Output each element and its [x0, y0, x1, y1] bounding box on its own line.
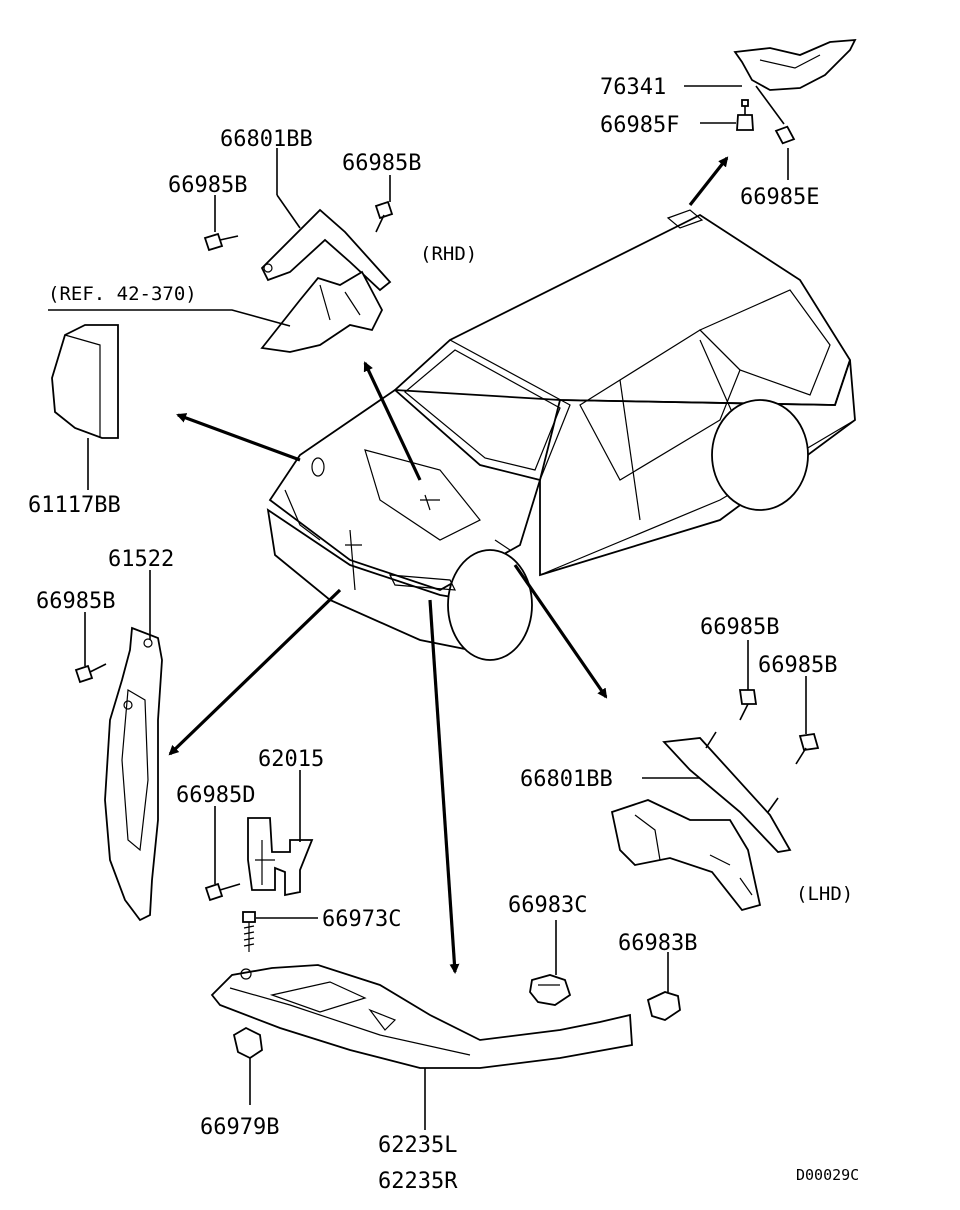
clip-icon — [529, 974, 572, 1006]
part-rhd-lower-bracket — [260, 270, 384, 353]
label-66985B-lhd-2: 66985B — [758, 653, 837, 678]
bolt-icon — [774, 125, 796, 145]
pointer-arrows — [168, 156, 729, 974]
bolt-icon — [736, 99, 754, 131]
part-61522 — [104, 626, 163, 922]
part-62015 — [247, 817, 314, 897]
clip-icon — [232, 1026, 263, 1060]
bolt-icon — [738, 689, 758, 721]
part-lhd-lower-bracket — [610, 799, 762, 912]
label-66801BB-rhd: 66801BB — [220, 127, 313, 152]
label-66983B: 66983B — [618, 931, 697, 956]
label-rhd: (RHD) — [420, 243, 477, 265]
bolt-icon — [74, 663, 107, 684]
label-66985B-left: 66985B — [36, 589, 115, 614]
arrow-to-76341 — [688, 156, 729, 206]
label-ref-42-370: (REF. 42-370) — [48, 283, 197, 305]
bolt-icon — [203, 232, 239, 252]
arrow-to-62235 — [428, 599, 460, 974]
label-66985B-rhd-left: 66985B — [168, 173, 247, 198]
label-66985D: 66985D — [176, 783, 255, 808]
label-76341: 76341 — [600, 75, 666, 100]
arrow-to-61522 — [168, 588, 342, 756]
label-66985B-lhd-1: 66985B — [700, 615, 779, 640]
label-66985B-rhd-top: 66985B — [342, 151, 421, 176]
part-62235 — [210, 964, 633, 1069]
vehicle-icon — [266, 209, 856, 661]
label-61117BB: 61117BB — [28, 493, 121, 518]
arrow-to-61117BB — [176, 413, 301, 462]
diagram-code: D00029C — [796, 1166, 859, 1184]
label-62015: 62015 — [258, 747, 324, 772]
bolt-icon — [795, 732, 820, 765]
label-62235L: 62235L — [378, 1133, 457, 1158]
label-66985F: 66985F — [600, 113, 679, 138]
bolt-icon — [204, 882, 241, 902]
screw-icon — [242, 911, 256, 952]
clip-icon — [646, 991, 681, 1021]
part-66801BB-lhd — [662, 731, 792, 853]
label-62235R: 62235R — [378, 1169, 458, 1194]
part-66801BB-rhd — [260, 208, 392, 292]
part-61117BB — [51, 324, 119, 439]
part-76341 — [733, 38, 857, 91]
label-66983C: 66983C — [508, 893, 587, 918]
label-66985E: 66985E — [740, 185, 819, 210]
label-66979B: 66979B — [200, 1115, 279, 1140]
label-lhd: (LHD) — [796, 883, 853, 905]
bolt-icon — [374, 200, 394, 233]
arrow-to-rhd-bracket — [363, 361, 422, 481]
arrow-to-lhd-bracket — [513, 564, 608, 699]
label-66801BB-lhd: 66801BB — [520, 767, 613, 792]
label-61522: 61522 — [108, 547, 174, 572]
label-66973C: 66973C — [322, 907, 401, 932]
